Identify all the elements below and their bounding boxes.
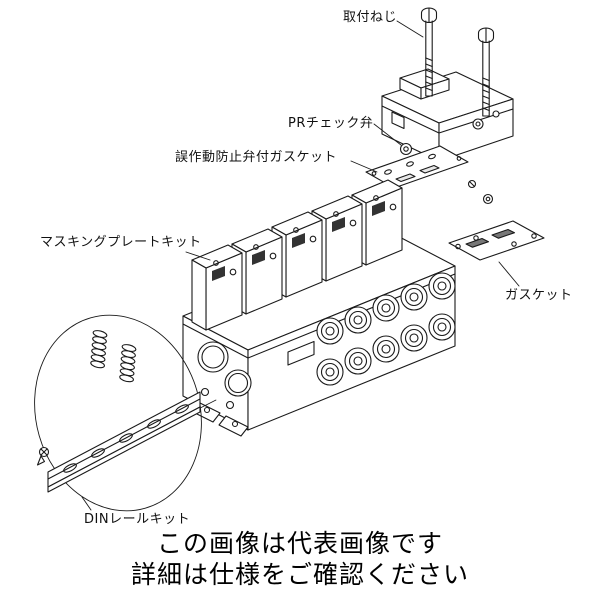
springs (90, 330, 137, 383)
spring-1 (90, 330, 108, 369)
leader-lines (81, 20, 520, 511)
malfunction-prevention-gasket-plate (365, 145, 469, 189)
din-rail (47, 391, 201, 493)
label-din-rail-kit: DINレールキット (84, 512, 191, 527)
caption-check-specifications: 詳細は仕様をご確認ください (130, 560, 469, 589)
label-masking-plate-kit: マスキングプレートキット (40, 235, 202, 250)
label-mounting-screws: 取付ねじ (343, 10, 398, 25)
leader-mounting-screws (396, 20, 424, 38)
leader-gasket (498, 261, 520, 287)
leader-pr-check-valve (373, 123, 402, 146)
pilot-valve-unit (381, 68, 514, 162)
label-pr-check-valve: PRチェック弁 (288, 116, 374, 131)
spring-2 (119, 344, 137, 383)
small-hardware (467, 179, 494, 205)
leader-masking-plate-kit (185, 251, 211, 261)
leader-malfunction-prevention-gasket (350, 160, 378, 173)
label-malfunction-prevention-gasket: 誤作動防止弁付ガスケット (175, 150, 338, 165)
pr-check-valve-part (399, 142, 413, 156)
caption-representative-image: この画像は代表画像です (156, 529, 443, 558)
masking-plate-station (191, 244, 243, 331)
label-gasket: ガスケット (505, 288, 573, 303)
leader-din-rail-kit (81, 496, 92, 511)
gasket-plate (448, 220, 545, 261)
rail-screw (36, 446, 50, 466)
kit-boundary-ellipse (34, 314, 202, 512)
